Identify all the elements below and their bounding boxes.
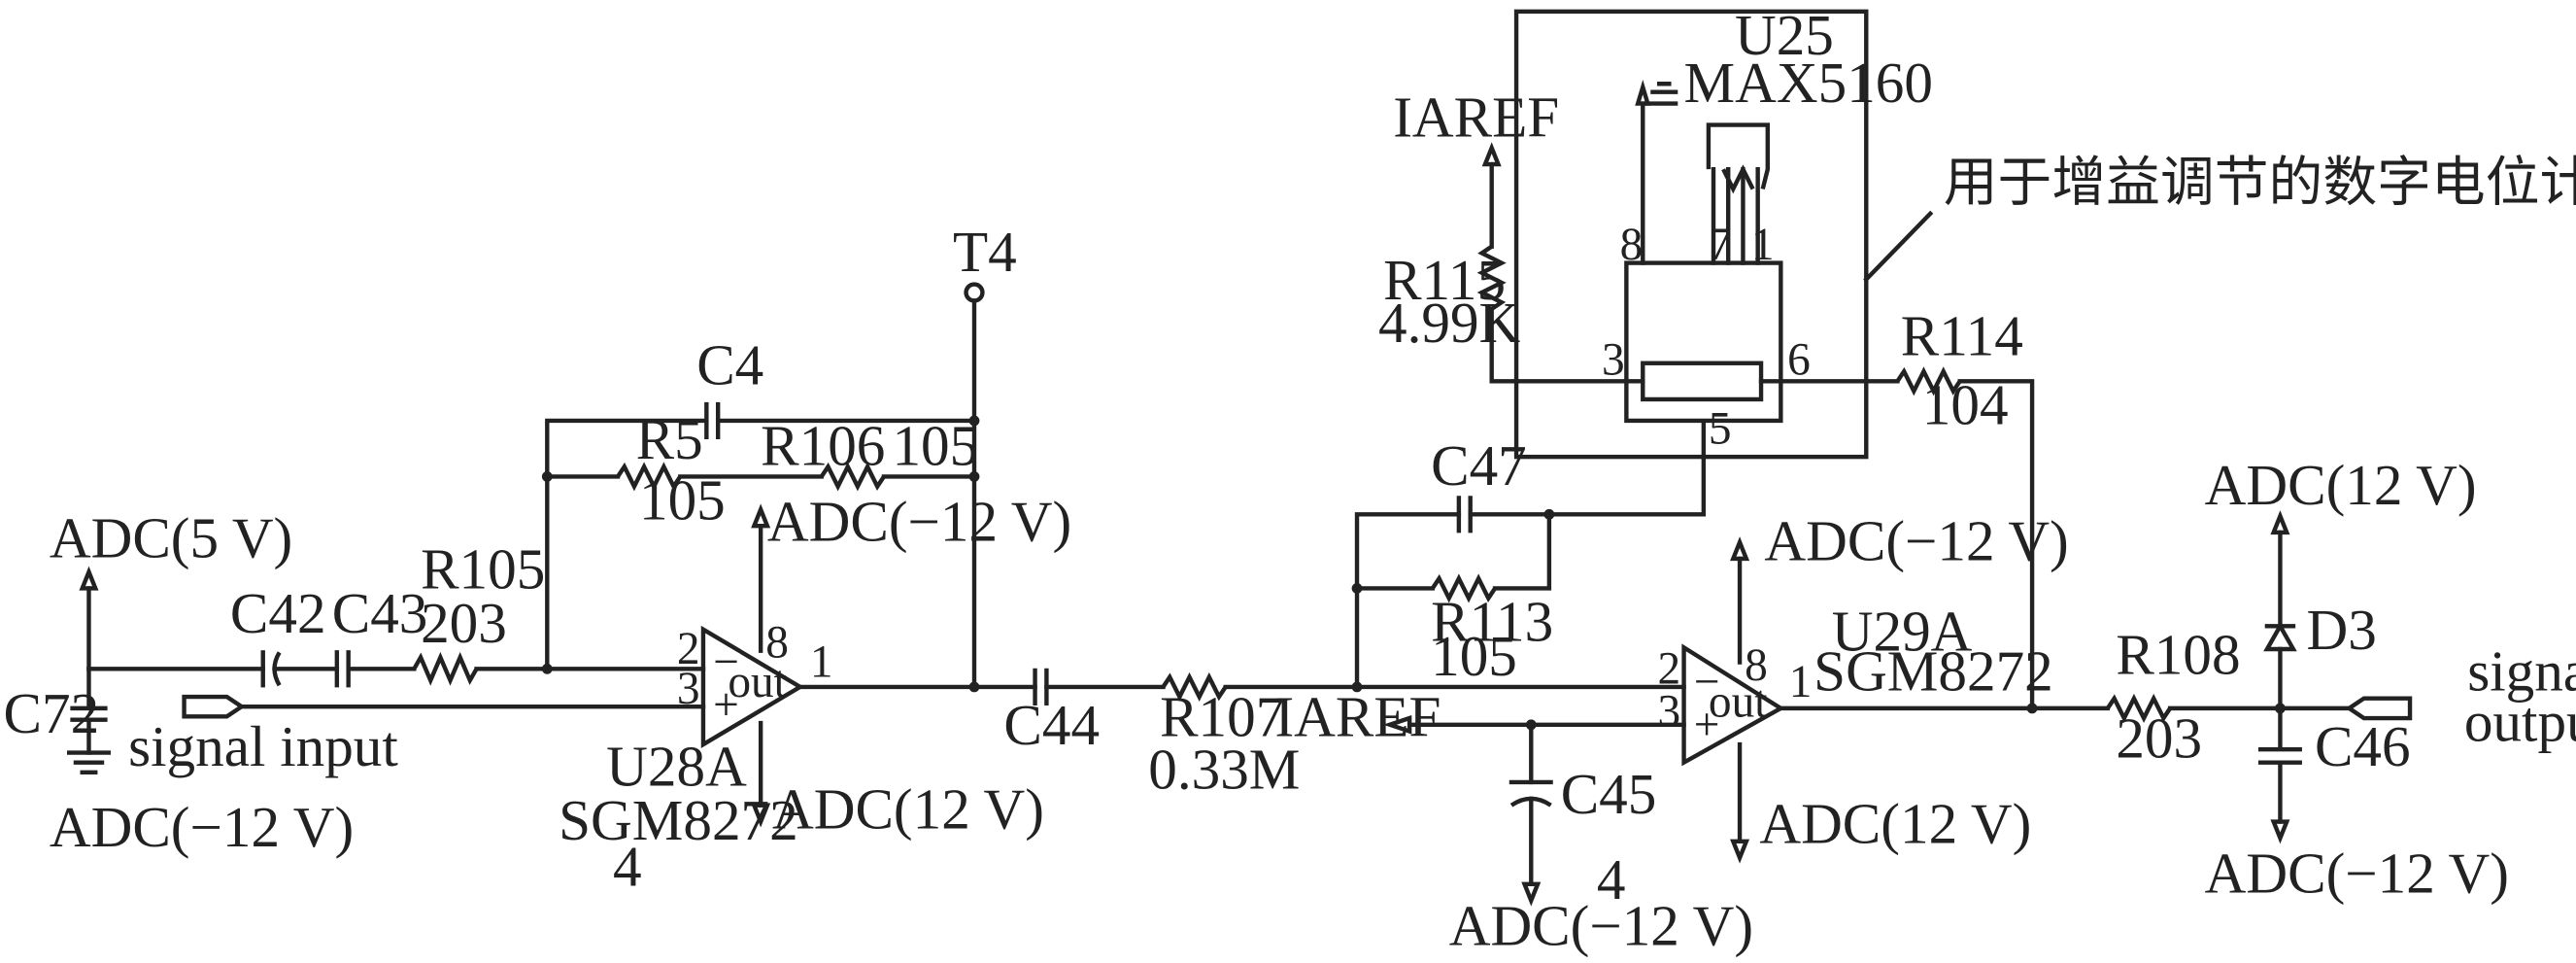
label-t4: T4 <box>953 220 1017 284</box>
value-r105: 203 <box>421 591 507 655</box>
pin-u29a-1: 1 <box>1789 657 1813 707</box>
pin-u28a-2: 2 <box>677 624 700 674</box>
label-d3: D3 <box>2306 598 2376 662</box>
part-u25: MAX5160 <box>1684 51 1933 115</box>
net-label-adc-5v: ADC(5 V) <box>50 505 292 569</box>
sym-u29a-plus: + <box>1694 700 1720 750</box>
pin-u25-3: 3 <box>1602 335 1625 386</box>
pin-u28a-1: 1 <box>810 637 833 688</box>
net-label-adc-pos12-d3: ADC(12 V) <box>2205 453 2477 517</box>
annotation-digital-pot: 用于增益调节的数字电位计 <box>1944 151 2576 214</box>
feedback-network-2 <box>1351 422 1707 690</box>
label-r107: R107 <box>1160 685 1284 749</box>
net-label-adc-neg12-u29a: ADC(−12 V) <box>1764 509 2068 573</box>
value-r106: 105 <box>892 414 978 478</box>
label-r113: R113 <box>1431 590 1553 654</box>
signal-output-connector <box>2345 696 2413 721</box>
pin-u29a-3: 3 <box>1658 686 1681 737</box>
label-r108: R108 <box>2116 622 2240 686</box>
coupling-section <box>1033 668 1686 706</box>
value-r113: 105 <box>1431 624 1517 688</box>
net-label-iaref-mid: IAREF <box>1274 685 1441 749</box>
label-r106: R106 <box>761 414 885 478</box>
pin-u25-1: 1 <box>1751 220 1775 270</box>
label-signal-output-1: signal <box>2467 638 2576 703</box>
output-section <box>2106 510 2413 844</box>
digital-pot-u25 <box>1513 9 1934 460</box>
pin-u25-8: 8 <box>1620 220 1644 270</box>
net-label-iaref-top: IAREF <box>1393 85 1559 149</box>
label-r115: R115 <box>1383 248 1506 312</box>
part-u28a: SGM8272 <box>559 788 798 852</box>
net-label-adc-neg12-c46: ADC(−12 V) <box>2205 841 2509 905</box>
label-c44: C44 <box>1003 693 1100 757</box>
label-c42: C42 <box>230 581 326 645</box>
feedback-network-1 <box>541 282 985 693</box>
sym-u28a-plus: + <box>713 680 739 731</box>
value-r107: 0.33M <box>1148 738 1300 802</box>
labels: ADC(5 V) C72 signal input ADC(−12 V) C42… <box>4 3 2576 958</box>
label-signal-input: signal input <box>128 714 398 778</box>
sym-u29a-minus: − <box>1694 657 1720 707</box>
sym-u29a-out: out <box>1709 676 1768 727</box>
label-u25: U25 <box>1735 3 1834 67</box>
pin-u28a-3: 3 <box>677 664 700 714</box>
r114-branch <box>1895 366 2035 711</box>
net-label-adc-pos12-u29a: ADC(12 V) <box>1759 792 2031 856</box>
input-section <box>66 566 706 775</box>
label-c47: C47 <box>1431 433 1527 498</box>
label-r114: R114 <box>1901 303 2023 367</box>
op-amp-u29a <box>1382 536 2111 907</box>
pin-u29a-8: 8 <box>1745 640 1768 691</box>
value-r115: 4.99K <box>1378 291 1521 355</box>
op-amp-u28a <box>700 503 1037 828</box>
pin-u25-5: 5 <box>1709 404 1732 455</box>
signal-input-connector <box>182 694 246 719</box>
label-r5: R5 <box>636 407 703 471</box>
part-u29a: SGM8272 <box>1813 638 2053 703</box>
value-r108: 203 <box>2116 706 2202 771</box>
sym-u28a-out: out <box>728 657 787 707</box>
pin-u29a-2: 2 <box>1658 644 1681 695</box>
label-r105: R105 <box>421 536 545 601</box>
label-c46: C46 <box>2315 714 2411 778</box>
label-c45: C45 <box>1561 762 1657 826</box>
label-signal-output-2: output <box>2464 690 2576 754</box>
pin-u28a-4: 4 <box>613 835 642 899</box>
label-c72: C72 <box>4 681 100 745</box>
net-label-adc-neg12-c45: ADC(−12 V) <box>1449 893 1753 957</box>
net-label-adc-neg12-u28a: ADC(−12 V) <box>767 489 1071 553</box>
pin-u29a-4: 4 <box>1597 847 1626 911</box>
net-label-adc-neg12: ADC(−12 V) <box>50 795 354 859</box>
sym-u28a-minus: − <box>713 637 739 688</box>
pin-u28a-8: 8 <box>765 617 789 668</box>
pin-u25-7: 7 <box>1709 220 1732 270</box>
pin-u25-6: 6 <box>1787 335 1811 386</box>
value-r5: 105 <box>639 467 726 532</box>
label-c43: C43 <box>332 581 428 645</box>
iaref-branch <box>1476 142 1645 384</box>
ground-icon <box>66 750 111 775</box>
net-label-adc-pos12-u28a: ADC(12 V) <box>772 776 1044 841</box>
label-u28a: U28A <box>606 734 747 798</box>
label-c4: C4 <box>696 333 763 397</box>
label-u29a: U29A <box>1832 600 1973 664</box>
value-r114: 104 <box>1922 372 2009 436</box>
